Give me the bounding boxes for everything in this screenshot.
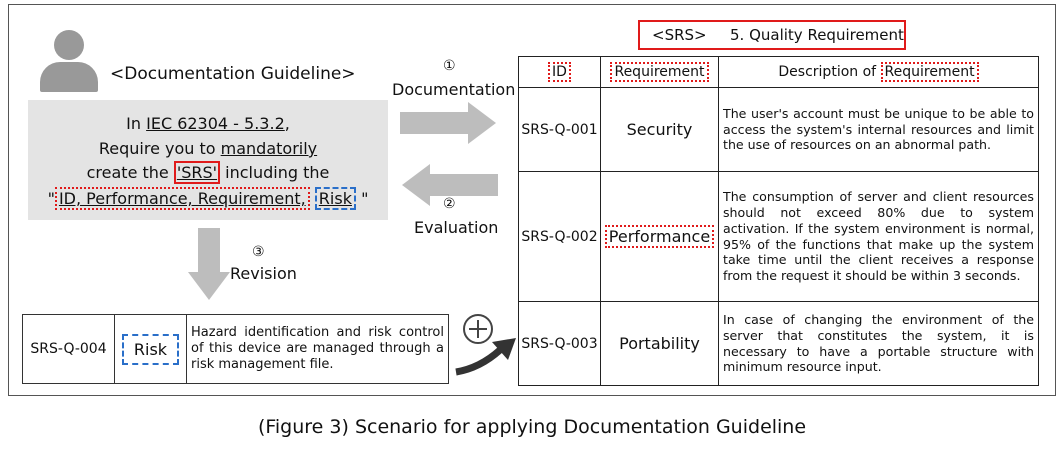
risk-table: SRS-Q-004 Risk Hazard identification and… xyxy=(22,314,449,384)
evaluation-arrow-icon xyxy=(402,164,498,206)
header-description-label: Description of xyxy=(778,64,881,80)
standard-reference: IEC 62304 - 5.3.2 xyxy=(146,114,285,133)
guideline-line-3: create the 'SRS' including the xyxy=(28,161,388,184)
header-requirement-label: Requirement xyxy=(610,62,709,82)
table-row: SRS-Q-001 Security The user's account mu… xyxy=(518,87,1039,172)
guideline-line-4: "ID, Performance, Requirement, Risk " xyxy=(28,187,388,210)
person-icon xyxy=(40,62,98,92)
plus-circle-icon xyxy=(463,314,493,344)
row-id: SRS-Q-002 xyxy=(518,171,601,302)
documentation-arrow-icon xyxy=(400,102,496,144)
step-1-label: Documentation xyxy=(392,80,516,99)
srs-table: ID Requirement Description of Requiremen… xyxy=(518,56,1039,386)
row-description: The user's account must be unique to be … xyxy=(718,87,1039,172)
revision-arrow-icon xyxy=(188,228,230,300)
guideline-box: In IEC 62304 - 5.3.2, Require you to man… xyxy=(28,100,388,220)
merge-arrow-icon xyxy=(455,338,516,376)
table-row: SRS-Q-002 Performance The consumption of… xyxy=(518,171,1039,302)
risk-row-id: SRS-Q-004 xyxy=(22,314,115,384)
guideline-text: including the xyxy=(220,163,330,182)
guideline-title: <Documentation Guideline> xyxy=(110,64,356,84)
row-description: In case of changing the environment of t… xyxy=(718,301,1039,386)
srs-highlight: 'SRS' xyxy=(173,161,221,184)
srs-title-tag: <SRS> xyxy=(652,26,707,44)
step-2-label: Evaluation xyxy=(414,218,499,237)
risk-row-description: Hazard identification and risk control o… xyxy=(186,314,449,384)
srs-title-box: <SRS> 5. Quality Requirement xyxy=(638,20,906,50)
guideline-text: , xyxy=(284,114,290,133)
risk-highlight: Risk xyxy=(314,187,356,210)
row-requirement: Security xyxy=(600,87,719,172)
row-id: SRS-Q-001 xyxy=(518,87,601,172)
header-description-requirement: Requirement xyxy=(880,62,979,82)
header-id: ID xyxy=(518,56,601,88)
row-requirement: Performance xyxy=(600,171,719,302)
figure-frame xyxy=(8,4,1056,396)
guideline-text: create the xyxy=(86,163,174,182)
items-highlight: ID, Performance, Requirement, xyxy=(54,187,310,210)
step-1-number: ① xyxy=(443,58,456,74)
mandatory-word: mandatorily xyxy=(220,139,318,158)
risk-row-requirement: Risk xyxy=(114,314,187,384)
guideline-line-1: In IEC 62304 - 5.3.2, xyxy=(28,114,388,133)
srs-header-row: ID Requirement Description of Requiremen… xyxy=(518,56,1039,88)
figure-caption: (Figure 3) Scenario for applying Documen… xyxy=(257,416,807,438)
guideline-text: Require you to xyxy=(98,139,221,158)
guideline-text: " xyxy=(47,189,55,208)
step-2-number: ② xyxy=(443,196,456,212)
guideline-text: In xyxy=(126,114,147,133)
performance-highlight: Performance xyxy=(604,225,715,248)
header-description: Description of Requirement xyxy=(718,56,1039,88)
header-id-label: ID xyxy=(548,62,571,82)
srs-title-text: 5. Quality Requirement xyxy=(730,26,904,44)
table-row: SRS-Q-004 Risk Hazard identification and… xyxy=(22,314,449,384)
step-3-number: ③ xyxy=(252,244,265,260)
guideline-line-2: Require you to mandatorily xyxy=(28,139,388,158)
risk-highlight-box: Risk xyxy=(121,333,180,365)
step-3-label: Revision xyxy=(230,264,297,283)
row-id: SRS-Q-003 xyxy=(518,301,601,386)
header-requirement: Requirement xyxy=(600,56,719,88)
guideline-text: " xyxy=(361,189,369,208)
table-row: SRS-Q-003 Portability In case of changin… xyxy=(518,301,1039,386)
person-icon-head xyxy=(54,30,84,60)
row-requirement: Portability xyxy=(600,301,719,386)
row-description: The consumption of server and client res… xyxy=(718,171,1039,302)
